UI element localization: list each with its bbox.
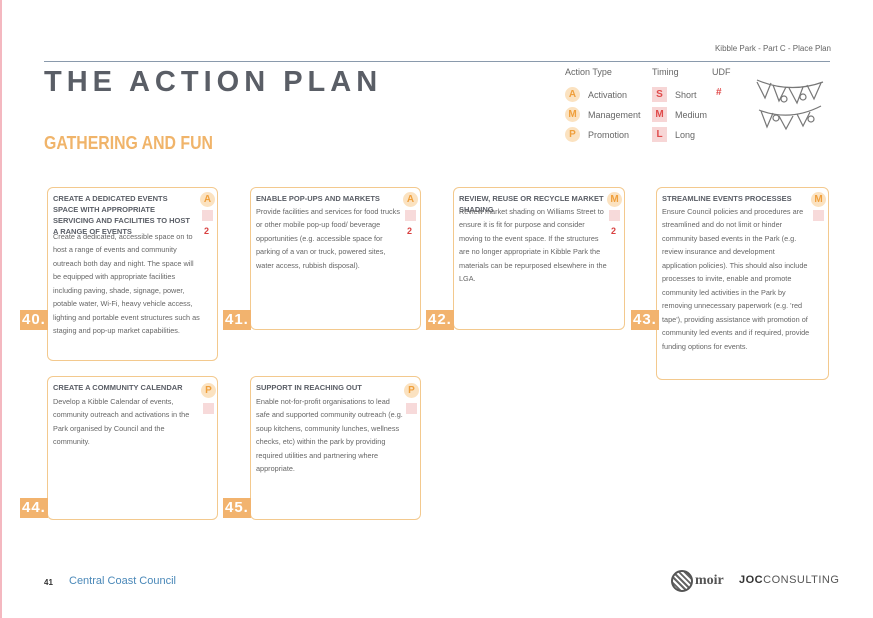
card-title: STREAMLINE EVENTS PROCESSES (662, 194, 792, 203)
action-number-43: 43. (631, 310, 659, 330)
joc-logo-bold: JOC (739, 574, 764, 586)
card-body: Create a dedicated, accessible space on … (53, 232, 200, 336)
udf-number: 2 (407, 226, 413, 236)
long-label: Long (675, 129, 696, 140)
card-title: CREATE A DEDICATED EVENTS SPACE WITH APP… (53, 194, 190, 236)
legend-activation: A Activation (565, 87, 627, 102)
promotion-label: Promotion (588, 129, 630, 140)
legend-action-type-header: Action Type (565, 67, 612, 77)
activation-badge: A (565, 87, 580, 102)
card-body: Enable not-for-profit organisations to l… (256, 397, 403, 474)
udf-symbol: # (716, 87, 722, 98)
action-card-40: CREATE A DEDICATED EVENTS SPACE WITH APP… (47, 187, 218, 361)
action-card-41: ENABLE POP-UPS AND MARKETS A 2 Provide f… (250, 187, 421, 330)
legend-timing-header: Timing (652, 67, 679, 77)
header-rule (44, 61, 830, 62)
card-body: Provide facilities and services for food… (256, 207, 400, 270)
moir-globe-icon (671, 570, 693, 592)
timing-marker (202, 210, 213, 221)
page-number: 41 (44, 578, 53, 587)
footer-organisation: Central Coast Council (69, 575, 176, 587)
activation-label: Activation (588, 89, 628, 100)
action-type-badge: A (403, 192, 418, 207)
card-body: Ensure Council policies and procedures a… (662, 207, 810, 351)
legend-short: S Short (652, 87, 697, 102)
legend-udf-header: UDF (712, 67, 731, 77)
udf-number: 2 (204, 226, 210, 236)
timing-marker (405, 210, 416, 221)
action-type-badge: P (201, 383, 216, 398)
timing-marker (203, 403, 214, 414)
action-card-42: REVIEW, REUSE OR RECYCLE MARKET SHADING … (453, 187, 625, 330)
moir-logo: moir (671, 570, 724, 592)
action-number-41: 41. (223, 310, 251, 330)
legend-medium: M Medium (652, 107, 707, 122)
short-label: Short (675, 89, 697, 100)
action-number-44: 44. (20, 498, 48, 518)
card-title: CREATE A COMMUNITY CALENDAR (53, 383, 183, 392)
promotion-badge: P (565, 127, 580, 142)
legend-udf: # (716, 87, 722, 98)
section-title: GATHERING AND FUN (44, 133, 213, 153)
bunting-icon (756, 79, 824, 131)
card-title: ENABLE POP-UPS AND MARKETS (256, 194, 380, 203)
short-badge: S (652, 87, 667, 102)
action-card-45: SUPPORT IN REACHING OUT P Enable not-for… (250, 376, 421, 520)
medium-badge: M (652, 107, 667, 122)
timing-marker (813, 210, 824, 221)
management-badge: M (565, 107, 580, 122)
action-number-42: 42. (426, 310, 454, 330)
action-type-badge: A (200, 192, 215, 207)
legend-promotion: P Promotion (565, 127, 629, 142)
action-number-45: 45. (223, 498, 251, 518)
action-type-badge: M (607, 192, 622, 207)
breadcrumb: Kibble Park - Part C - Place Plan (714, 44, 831, 53)
page-title: THE ACTION PLAN (44, 66, 383, 98)
card-body: Develop a Kibble Calendar of events, com… (53, 397, 190, 447)
joc-consulting-logo: JOCCONSULTING (739, 574, 839, 586)
legend-management: M Management (565, 107, 641, 122)
card-title: REVIEW, REUSE OR RECYCLE MARKET SHADING (459, 194, 604, 214)
action-number-40: 40. (20, 310, 48, 330)
action-type-badge: M (811, 192, 826, 207)
page-left-edge (0, 0, 2, 618)
legend-long: L Long (652, 127, 695, 142)
joc-logo-rest: CONSULTING (763, 574, 840, 586)
timing-marker (406, 403, 417, 414)
card-title: SUPPORT IN REACHING OUT (256, 383, 362, 392)
medium-label: Medium (675, 109, 708, 120)
long-badge: L (652, 127, 667, 142)
action-card-44: CREATE A COMMUNITY CALENDAR P Develop a … (47, 376, 218, 520)
action-card-43: STREAMLINE EVENTS PROCESSES M Ensure Cou… (656, 187, 829, 380)
udf-number: 2 (611, 226, 617, 236)
moir-logo-text: moir (695, 573, 724, 588)
timing-marker (609, 210, 620, 221)
management-label: Management (588, 109, 641, 120)
action-type-badge: P (404, 383, 419, 398)
card-body: Review market shading on Williams Street… (459, 207, 607, 284)
